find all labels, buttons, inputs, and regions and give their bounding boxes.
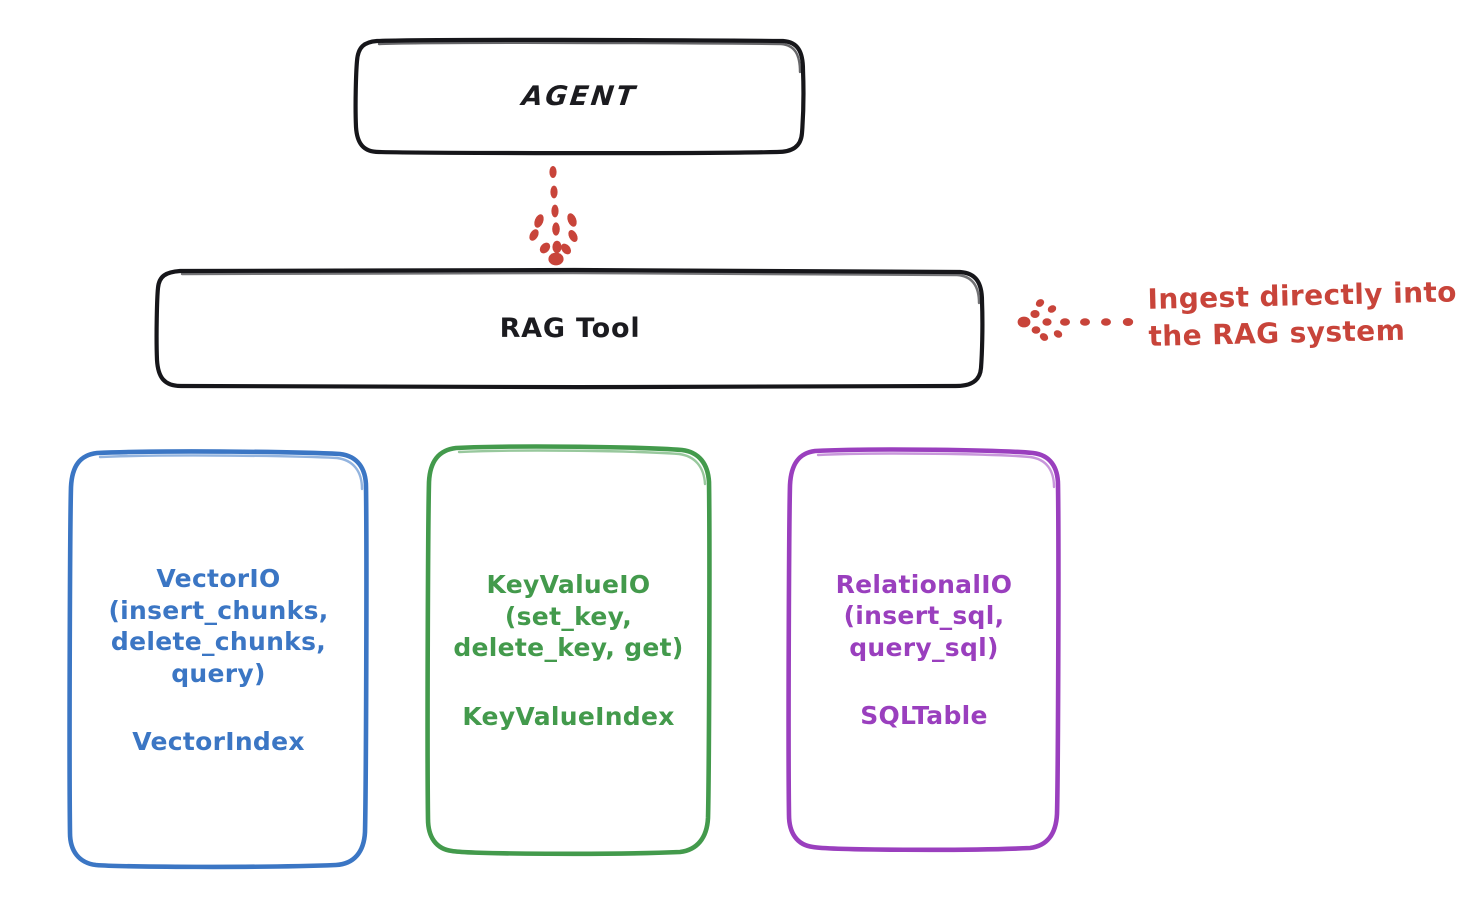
vectorio-box-outline xyxy=(67,449,369,870)
relationalio-api-label: RelationalIO (insert_sql, query_sql) xyxy=(835,569,1013,662)
vectorio-store-label: VectorIndex xyxy=(132,727,305,756)
ingest-annotation-text: Ingest directly into the RAG system xyxy=(1147,275,1458,353)
ingest-to-rag-tool-arrow xyxy=(1017,299,1134,341)
relationalio-store-label: SQLTable xyxy=(860,701,988,731)
vectorio-api-label: VectorIO (insert_chunks, delete_chunks, … xyxy=(108,564,329,688)
agent-node-label: AGENT xyxy=(520,81,640,112)
rag-tool-node[interactable]: RAG Tool xyxy=(157,270,983,386)
agent-node[interactable]: AGENT xyxy=(356,40,804,153)
keyvalueio-node[interactable]: KeyValueIO (set_key, delete_key, get) Ke… xyxy=(428,447,709,853)
rag-tool-node-label: RAG Tool xyxy=(499,312,641,344)
keyvalueio-store-label: KeyValueIndex xyxy=(462,701,675,731)
agent-to-rag-tool-arrow xyxy=(529,166,578,266)
relationalio-node[interactable]: RelationalIO (insert_sql, query_sql) SQL… xyxy=(789,450,1059,849)
keyvalueio-box-outline xyxy=(425,444,712,857)
agent-box-outline xyxy=(353,37,806,156)
vectorio-node[interactable]: VectorIO (insert_chunks, delete_chunks, … xyxy=(70,452,367,867)
keyvalueio-api-label: KeyValueIO (set_key, delete_key, get) xyxy=(453,570,684,663)
relationalio-box-outline xyxy=(786,447,1061,853)
rag-tool-box-outline xyxy=(154,267,985,390)
